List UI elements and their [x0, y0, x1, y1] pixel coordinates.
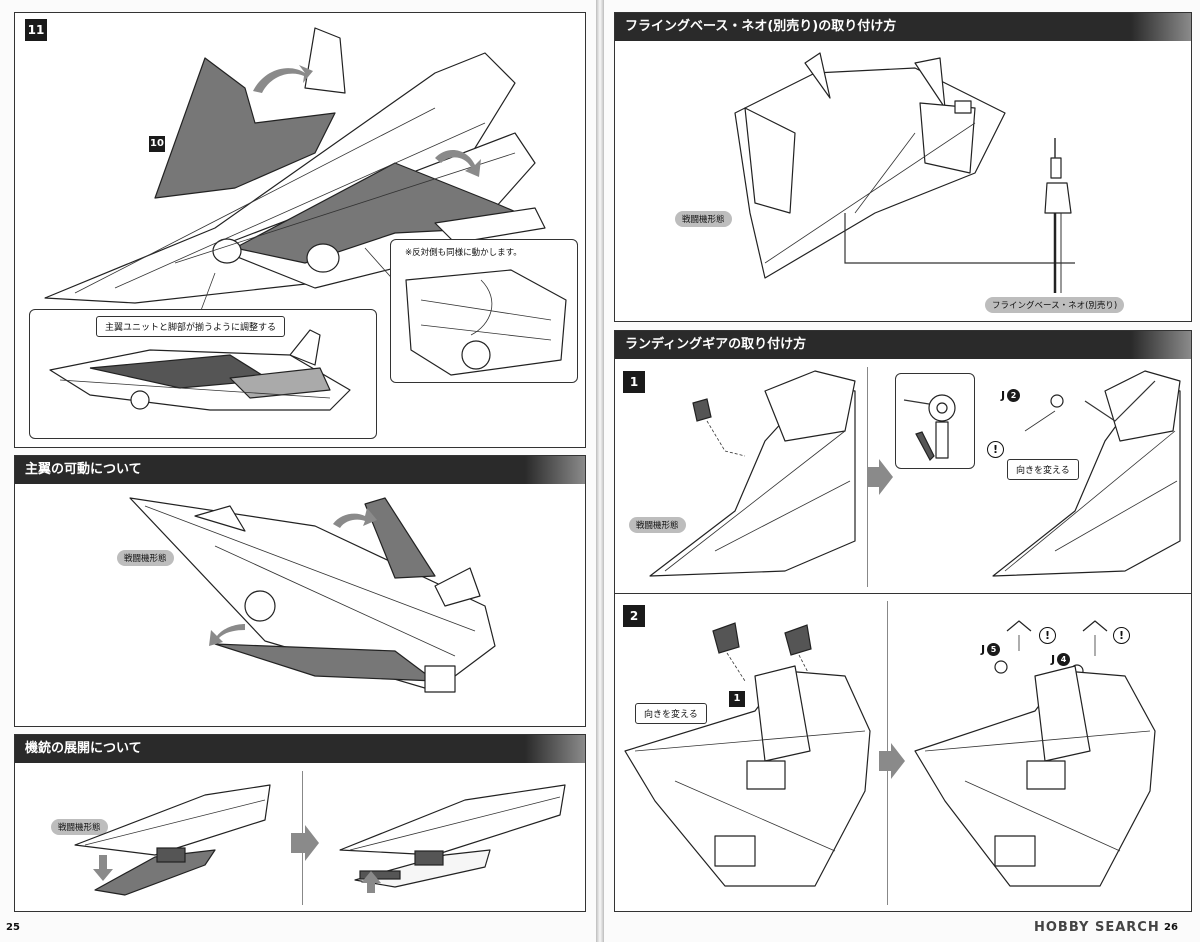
gear-closeup-illustration [903, 394, 956, 461]
alignment-inset: 主翼ユニットと脚部が揃うように調整する [29, 309, 377, 439]
fighter-mode-label: 戦闘機形態 [117, 550, 174, 566]
alignment-note: 主翼ユニットと脚部が揃うように調整する [96, 316, 286, 337]
gun-stowed-illustration [74, 784, 271, 896]
step-number: 2 [623, 605, 645, 627]
main-wing-jet [129, 497, 496, 693]
warning-icon: ! [1039, 627, 1056, 644]
reference-step-badge: 10 [149, 136, 165, 152]
warning-icon: ! [987, 441, 1004, 458]
opposite-side-inset: ※反対側も同様に動かします。 [390, 239, 578, 383]
section-header: ランディングギアの取り付け方 [615, 331, 1191, 359]
flying-base-stand [1044, 138, 1072, 293]
fighter-mode-label: 戦闘機形態 [51, 819, 108, 835]
part-letter: J [1001, 389, 1006, 402]
part-number: 5 [987, 643, 1001, 656]
flying-base-label: フライングベース・ネオ(別売り) [985, 297, 1125, 313]
change-direction-note: 向きを変える [1007, 459, 1079, 480]
left-page: 11 10 主翼ユニットと [0, 0, 596, 942]
part-number: 2 [1007, 389, 1021, 402]
closeup-leg-joint [405, 269, 567, 376]
page-number: 25 [6, 922, 20, 933]
flying-base-panel: フライングベース・ネオ(別売り)の取り付け方 戦闘機形態 フライングベース・ネオ… [614, 12, 1192, 322]
watermark-logo: HOBBY SEARCH [1034, 920, 1160, 935]
fighter-mode-label: 戦闘機形態 [675, 211, 732, 227]
step2-jet-after [914, 620, 1156, 887]
step-number: 1 [623, 371, 645, 393]
reference-step-badge: 1 [729, 691, 745, 707]
gun-deploy-panel: 機銃の展開について 戦闘機形態 [14, 734, 586, 912]
opposite-side-note: ※反対側も同様に動かします。 [405, 248, 522, 258]
step1-jet-after [992, 370, 1181, 577]
part-letter: J [1051, 653, 1056, 666]
warning-icon: ! [1113, 627, 1130, 644]
next-arrow [879, 743, 905, 779]
part-letter: J [981, 643, 986, 656]
step-number: 11 [25, 19, 47, 41]
next-arrow [867, 459, 893, 495]
step1-jet-before [649, 370, 856, 577]
next-arrow [291, 825, 319, 861]
fighter-mode-label: 戦闘機形態 [629, 517, 686, 533]
right-page: フライングベース・ネオ(別売り)の取り付け方 戦闘機形態 フライングベース・ネオ… [604, 0, 1200, 942]
step2-jet-before [624, 622, 871, 887]
underside-jet-illustration [734, 52, 1075, 279]
section-header: 主翼の可動について [15, 456, 585, 484]
page-number: 26 [1164, 922, 1178, 933]
part-number: 4 [1057, 653, 1071, 666]
step-divider [615, 593, 1191, 594]
main-wing-panel: 主翼の可動について 戦闘機形態 [14, 455, 586, 727]
side-view-jet [49, 329, 351, 411]
section-header: フライングベース・ネオ(別売り)の取り付け方 [615, 13, 1191, 41]
gun-deployed-illustration [339, 784, 566, 893]
gear-closeup-inset [895, 373, 975, 469]
change-direction-note: 向きを変える [635, 703, 707, 724]
book-gutter [596, 0, 604, 942]
section-header: 機銃の展開について [15, 735, 585, 763]
step-11-panel: 11 10 主翼ユニットと [14, 12, 586, 448]
